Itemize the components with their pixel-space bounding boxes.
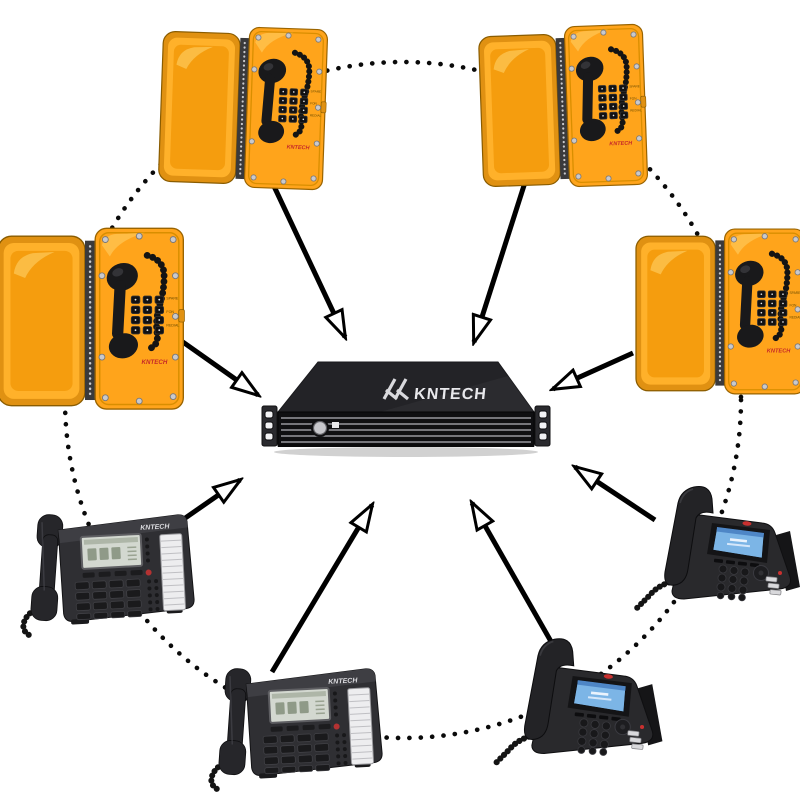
node-pbx-server: KNTECH (261, 361, 551, 457)
server-logo-text: KNTECH (413, 385, 487, 403)
arrow-desk-phone-bottom-to-pbx-server (269, 505, 372, 674)
arrow-weatherproof-phone-top-left-to-pbx-server (269, 180, 345, 337)
server-knob (312, 420, 328, 436)
arrows-layer (161, 172, 657, 674)
node-weatherproof-phone-mid-left (0, 228, 184, 409)
arrow-weatherproof-phone-top-right-to-pbx-server (471, 172, 531, 342)
arrow-ip-phone-right-to-pbx-server (575, 467, 657, 523)
node-desk-phone-bottom (206, 660, 384, 789)
server-top-face (276, 361, 535, 413)
node-weatherproof-phone-top-left (158, 24, 328, 190)
node-ip-phone-right (634, 487, 800, 612)
node-weatherproof-phone-top-right (478, 24, 648, 190)
node-desk-phone-left (18, 506, 196, 635)
server-rack-ear-left (261, 405, 278, 447)
node-weatherproof-phone-mid-right (636, 229, 800, 394)
server-logo: KNTECH (382, 378, 488, 403)
server-rack-ear-right (534, 405, 551, 447)
server-front-face (277, 411, 535, 447)
arrow-ip-phone-bottom-right-to-pbx-server (472, 503, 556, 647)
server-label (332, 422, 339, 428)
server-shadow (274, 447, 538, 457)
kntech-double-k-icon (382, 378, 410, 401)
arrow-weatherproof-phone-mid-right-to-pbx-server (553, 350, 635, 389)
node-ip-phone-bottom-right (493, 639, 662, 766)
